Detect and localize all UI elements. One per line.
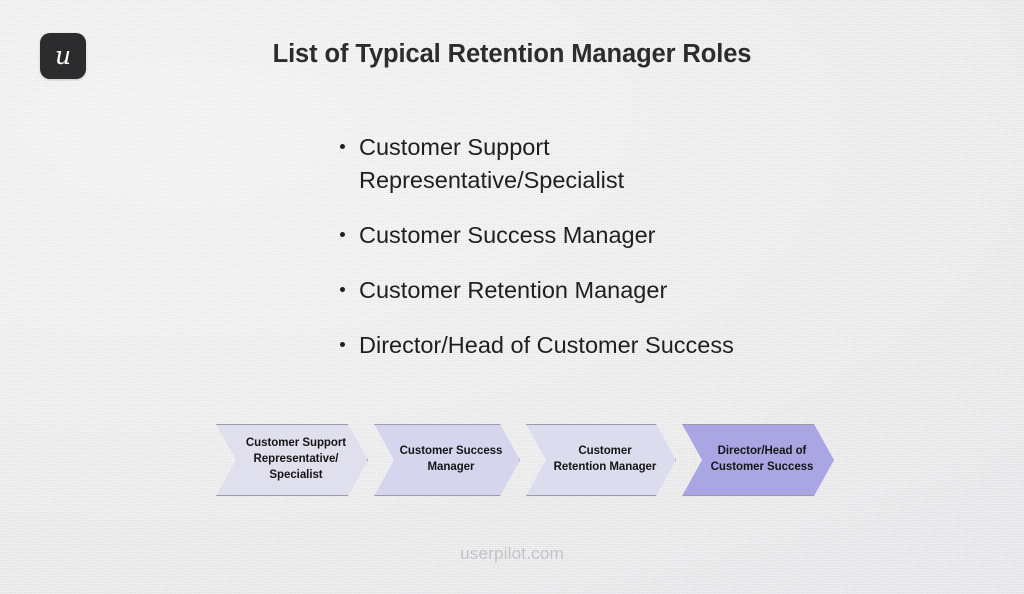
process-step-label: Customer Success Manager: [399, 445, 503, 473]
list-item-label: Customer Success Manager: [359, 221, 656, 248]
process-step-2: Customer Success Manager: [374, 424, 520, 496]
list-item: Director/Head of Customer Success: [336, 329, 766, 362]
list-item: Customer Support Representative/Speciali…: [336, 131, 766, 197]
page-title: List of Typical Retention Manager Roles: [272, 40, 752, 68]
roles-bullet-list: Customer Support Representative/Speciali…: [336, 131, 766, 383]
process-step-1: Customer Support Representative/ Special…: [216, 424, 368, 496]
process-step-label: Customer Support Representative/ Special…: [245, 437, 347, 481]
list-item-label: Director/Head of Customer Success: [359, 331, 734, 358]
process-step-label: Director/Head of Customer Success: [710, 445, 814, 473]
logo-glyph: u: [54, 40, 72, 70]
list-item-label: Customer Support Representative/Speciali…: [359, 134, 625, 193]
chevron-process-flow: Customer Support Representative/ Special…: [216, 424, 834, 496]
list-item: Customer Success Manager: [336, 219, 766, 252]
list-item-label: Customer Retention Manager: [359, 276, 668, 303]
process-step-4: Director/Head of Customer Success: [682, 424, 834, 496]
footer-watermark: userpilot.com: [460, 544, 564, 563]
list-item: Customer Retention Manager: [336, 274, 766, 307]
userpilot-logo: u: [40, 33, 86, 79]
process-step-label: Customer Retention Manager: [553, 445, 657, 473]
process-step-3: Customer Retention Manager: [526, 424, 676, 496]
